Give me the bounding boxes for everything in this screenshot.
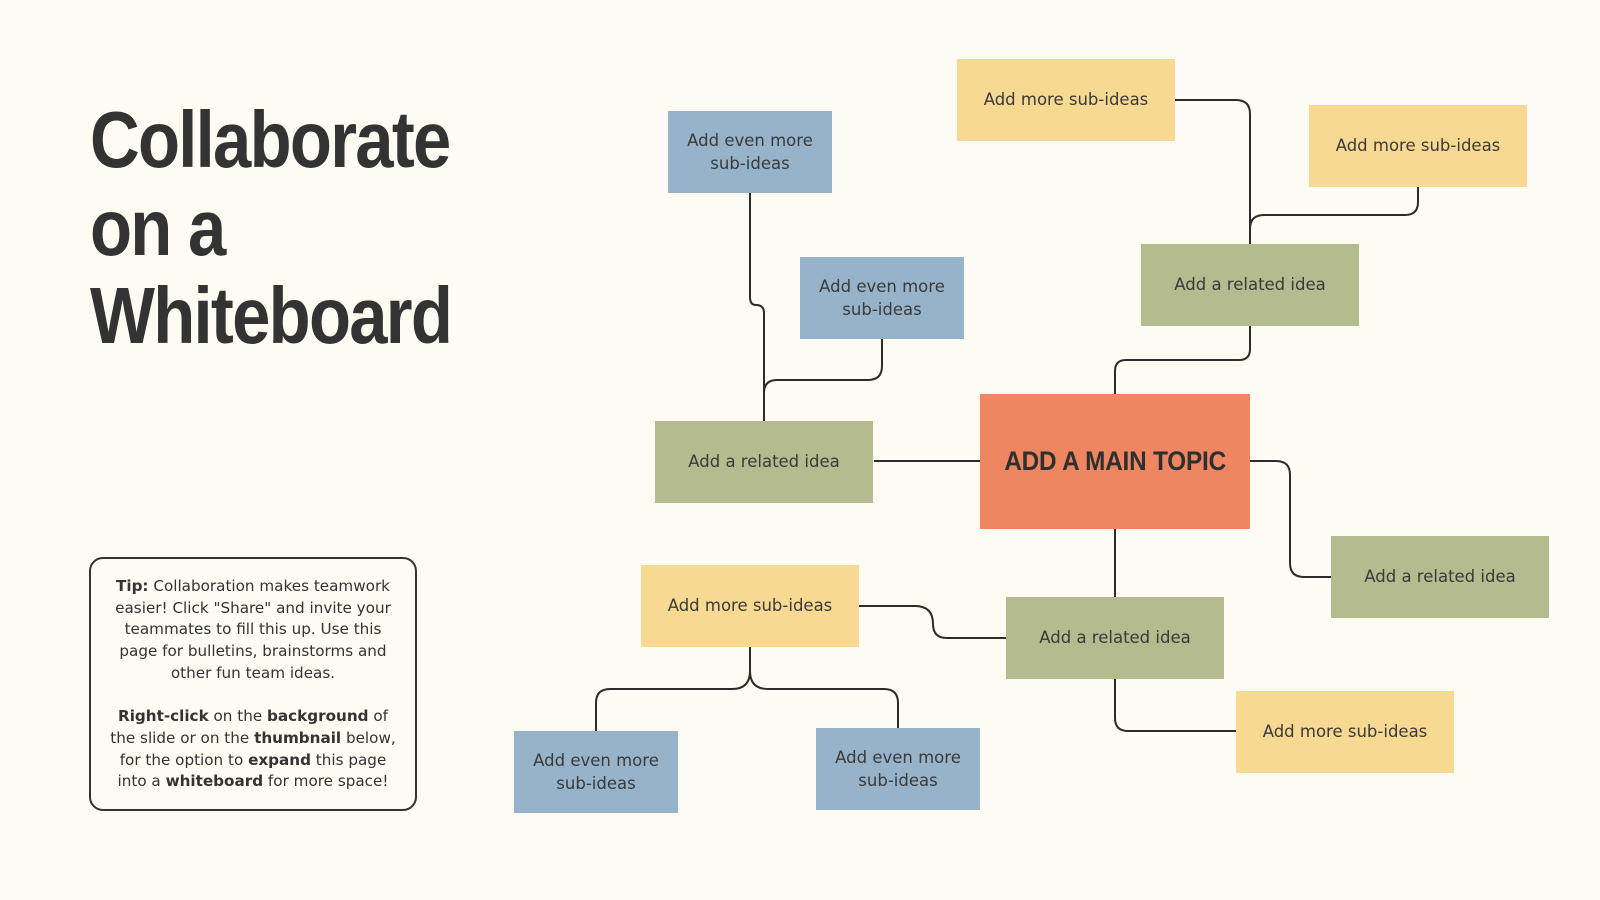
connector-related-left-to-even-top-left [749, 192, 765, 421]
related-idea-box-right[interactable]: Add a related idea [1331, 536, 1549, 618]
connector-main-to-related-top-right [1114, 325, 1251, 394]
connector-related-bottom-to-sub-bottom-right [1114, 678, 1237, 732]
sub-idea-box-top[interactable]: Add more sub-ideas [957, 59, 1175, 141]
connector-related-to-sub-top-right [1249, 187, 1419, 245]
tip-box: Tip: Collaboration makes teamwork easier… [89, 557, 417, 811]
title-line-3: Whiteboard [90, 271, 453, 360]
sub-idea-box-bottom-left[interactable]: Add more sub-ideas [641, 565, 859, 647]
tip-text: on the [208, 707, 267, 726]
related-idea-label: Add a related idea [1039, 628, 1191, 648]
tip-label: Tip: [116, 577, 149, 595]
title-line-2: on a [90, 183, 226, 272]
connector-related-to-sub-top [1175, 99, 1251, 245]
tip-bold-expand: expand [248, 750, 311, 769]
tip-bold-whiteboard: whiteboard [165, 772, 264, 791]
connector-related-left-to-even-mid-left [763, 338, 883, 421]
title-line-1: Collaborate [90, 95, 451, 184]
main-topic-label: ADD A MAIN TOPIC [1004, 445, 1226, 476]
sub-idea-box-top-right[interactable]: Add more sub-ideas [1309, 105, 1527, 187]
sub-idea-label: Add more sub-ideas [667, 596, 833, 616]
even-more-sub-idea-label: Add even more sub-ideas [819, 276, 945, 320]
even-more-sub-idea-box-bottom-mid[interactable]: Add even more sub-ideas [816, 728, 980, 810]
tip-text: for more space! [263, 772, 389, 791]
connector-sub-bottom-left-to-even-bottom-left [595, 646, 751, 732]
sub-idea-box-bottom-right[interactable]: Add more sub-ideas [1236, 691, 1454, 773]
even-more-sub-idea-box-bottom-left[interactable]: Add even more sub-ideas [514, 731, 678, 813]
tip-bold-thumbnail: thumbnail [254, 728, 342, 747]
even-more-sub-idea-box-mid-left[interactable]: Add even more sub-ideas [800, 257, 964, 339]
even-more-sub-idea-box-top-left[interactable]: Add even more sub-ideas [668, 111, 832, 193]
tip-text: this page into a [117, 750, 387, 791]
sub-idea-label: Add more sub-ideas [1335, 136, 1501, 156]
related-idea-box-left[interactable]: Add a related idea [655, 421, 873, 503]
connector-related-bottom-to-sub-bottom-left [859, 605, 1006, 639]
tip-paragraph: Tip: Collaboration makes teamwork easier… [105, 576, 401, 685]
tip-text: of the slide or on the [110, 707, 388, 747]
sub-idea-label: Add more sub-ideas [1262, 722, 1428, 742]
even-more-sub-idea-label: Add even more sub-ideas [835, 747, 961, 791]
tip-text: below, for the option to [119, 728, 396, 769]
even-more-sub-idea-label: Add even more sub-ideas [533, 750, 659, 794]
tip-bold-background: background [267, 707, 369, 726]
related-idea-box-bottom[interactable]: Add a related idea [1006, 597, 1224, 679]
tip-bold-right-click: Right-click [118, 707, 209, 726]
related-idea-label: Add a related idea [1174, 275, 1326, 295]
related-idea-label: Add a related idea [688, 452, 840, 472]
page-title: Collaborate on a Whiteboard [90, 95, 453, 360]
connector-main-to-related-right [1249, 460, 1332, 578]
tip-text: Collaboration makes teamwork easier! Cli… [115, 577, 391, 682]
sub-idea-label: Add more sub-ideas [983, 90, 1149, 110]
even-more-sub-idea-label: Add even more sub-ideas [687, 130, 813, 174]
related-idea-box-top-right[interactable]: Add a related idea [1141, 244, 1359, 326]
related-idea-label: Add a related idea [1364, 567, 1516, 587]
tip-instructions: Right-click on the background of the sli… [105, 706, 401, 793]
connector-sub-bottom-left-to-even-bottom-mid [749, 646, 899, 729]
main-topic-box[interactable]: ADD A MAIN TOPIC [980, 394, 1250, 529]
